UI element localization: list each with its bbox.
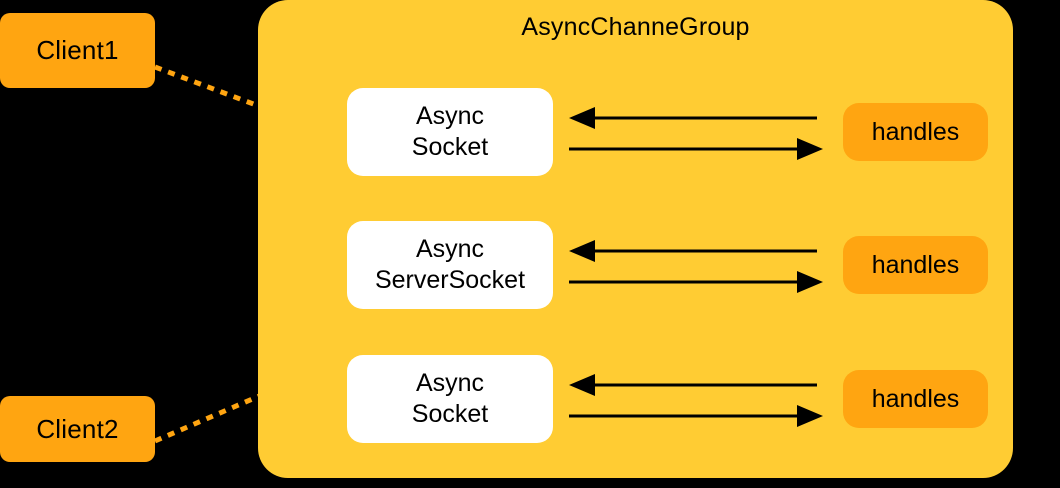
channel-name-line2: ServerSocket: [374, 266, 526, 294]
right-arrow-icon: [569, 138, 823, 160]
channel-name-line1: Async: [415, 369, 485, 397]
channel-row: Async Socket handles: [258, 355, 1013, 443]
channel-arrows: [569, 374, 823, 427]
channel-name-line2: Socket: [411, 400, 489, 428]
channel-name-line1: Async: [415, 235, 485, 263]
handles-pill[interactable]: handles: [843, 103, 988, 161]
right-arrow-icon: [569, 271, 823, 293]
connector-client2: [154, 391, 265, 444]
left-arrow-icon: [569, 107, 817, 129]
left-arrow-icon: [569, 374, 817, 396]
client-box-2[interactable]: Client2: [0, 396, 155, 462]
channel-arrows: [569, 107, 823, 160]
channel-row: Async ServerSocket handles: [258, 221, 1013, 309]
channel-name-line2: Socket: [411, 133, 489, 161]
right-arrow-icon: [569, 405, 823, 427]
client-box-1[interactable]: Client1: [0, 13, 155, 88]
channel-arrows: [569, 240, 823, 293]
client-label: Client2: [36, 413, 119, 444]
left-arrow-icon: [569, 240, 817, 262]
channel-box[interactable]: Async Socket: [347, 88, 553, 176]
handles-pill[interactable]: handles: [843, 236, 988, 294]
handles-pill[interactable]: handles: [843, 370, 988, 428]
connector-client1: [154, 64, 265, 111]
channel-box[interactable]: Async Socket: [347, 355, 553, 443]
channel-name-line1: Async: [415, 102, 485, 130]
channel-row: Async Socket handles: [258, 88, 1013, 176]
handles-label: handles: [871, 384, 960, 413]
handles-label: handles: [871, 117, 960, 146]
group-title: AsyncChanneGroup: [521, 13, 750, 41]
async-channel-group-panel: AsyncChanneGroup Async Socket handles: [258, 0, 1013, 478]
client-label: Client1: [36, 35, 119, 65]
channel-box[interactable]: Async ServerSocket: [347, 221, 553, 309]
handles-label: handles: [871, 250, 960, 279]
